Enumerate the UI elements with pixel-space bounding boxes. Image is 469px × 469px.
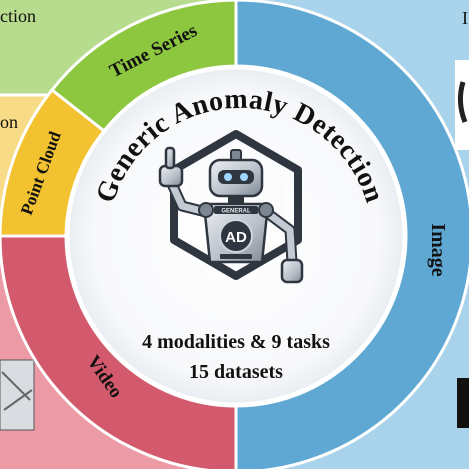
ad-logo-circle — [219, 219, 253, 253]
robot-badge: GENERAL — [221, 209, 251, 215]
pointing-finger — [164, 146, 176, 170]
robot-pointing-icon: GENERAL AD — [158, 130, 304, 284]
center-stats-line2: 15 datasets — [189, 361, 283, 383]
corner-text-mid-left: on — [0, 112, 18, 132]
label-image: Image — [427, 223, 449, 276]
center-stats-line1: 4 modalities & 9 tasks — [142, 331, 330, 353]
segment-video — [0, 234, 238, 469]
corner-text-top-left: ction — [0, 6, 36, 26]
segment-image — [234, 0, 469, 469]
left-thumbnail-image — [0, 359, 35, 431]
right-thumbnail-bottom — [457, 378, 469, 428]
corner-text-right: I — [462, 8, 468, 28]
ad-logo-text: AD — [225, 229, 247, 246]
